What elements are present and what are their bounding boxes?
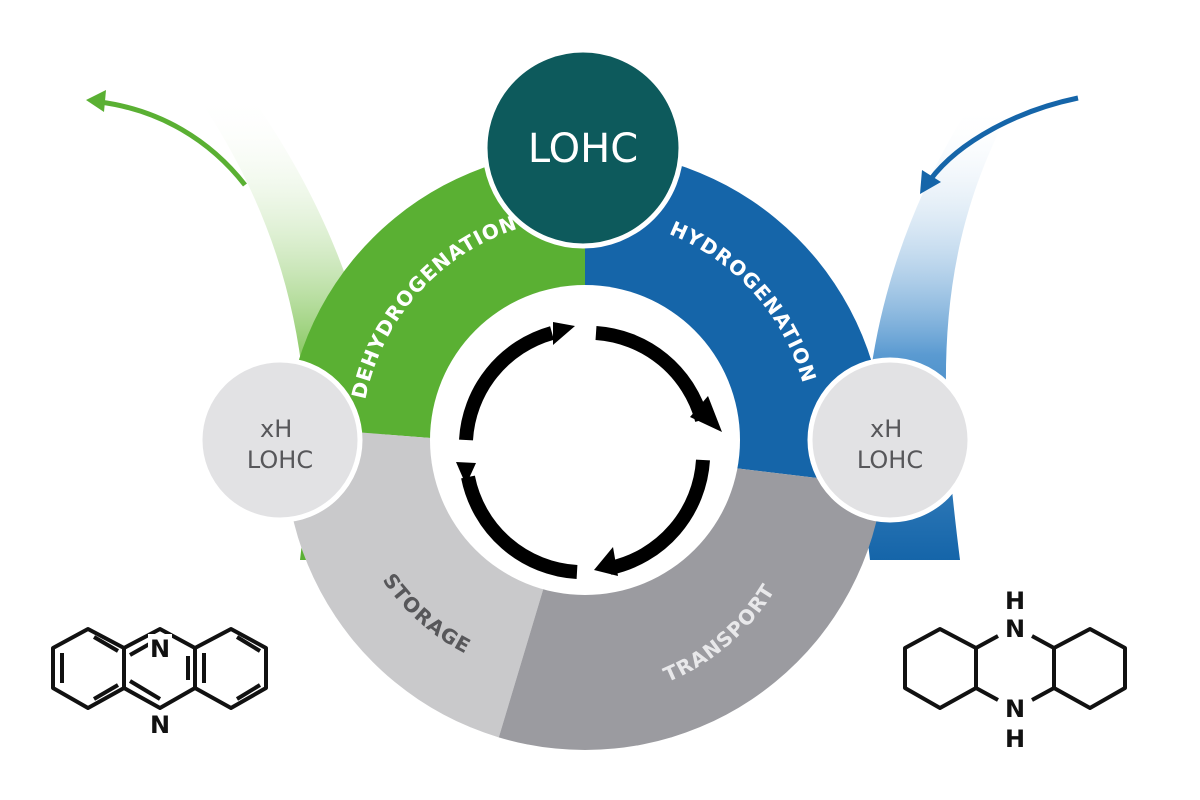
arrowhead-2 [594,547,618,576]
cycle-arrow-top-left [459,326,554,441]
right-node-label: xH LOHC [857,415,923,474]
phenazine-n-top-bg [148,634,172,658]
right-node-line2: LOHC [857,446,923,474]
perhydrophenazine-structure [903,627,1127,710]
left-node-line1: xH [260,415,292,443]
cycle-arrows [459,326,710,579]
inner-disc [430,285,740,595]
phenazine-n-top: N [150,635,170,663]
arrowhead-4 [553,322,575,345]
right-xh-lohc-node [807,357,973,523]
left-node-label: xH LOHC [247,415,313,474]
perhydrophenazine-n-bottom: N [1005,695,1025,723]
cycle-arrow-top-right [595,326,709,422]
phenazine-structure [51,627,268,710]
arrowhead-1 [690,396,722,432]
perhydrophenazine-n-top: N [1005,615,1025,643]
perhydrophenazine-h-bottom: H [1005,725,1025,753]
hydrogenation-in-arrow [920,95,1079,194]
right-node-line1: xH [870,415,902,443]
arrowhead-3 [456,462,476,485]
left-node-line2: LOHC [247,446,313,474]
phenazine-n-bottom: N [150,711,170,739]
lohc-hub-label: LOHC [528,126,638,172]
cycle-arrow-bottom-left [461,475,578,579]
phenazine-n-bottom-bg [148,711,172,735]
perhydrophenazine-h-top: H [1005,587,1025,615]
dehydrogenation-out-arrow [86,90,247,187]
cycle-arrowheads [456,322,722,576]
left-xh-lohc-node [197,357,363,523]
lohc-hub [482,47,684,249]
cycle-arrow-bottom-right [608,459,710,575]
